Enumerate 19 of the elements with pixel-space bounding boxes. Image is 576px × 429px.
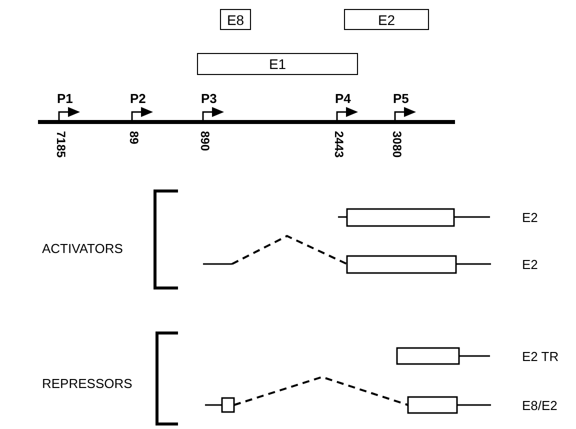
promoter-label: P2 — [130, 92, 146, 105]
transcript-label: E2 TR — [522, 350, 559, 363]
transcript-label: E2 — [522, 258, 538, 271]
promoter-label: P1 — [57, 92, 73, 105]
region-box: E2 — [344, 9, 429, 30]
position-number: 3080 — [391, 131, 403, 158]
region-box: E8 — [220, 9, 251, 30]
promoter-label: P5 — [393, 92, 409, 105]
promoter-label: P4 — [335, 92, 351, 105]
transcript-label: E8/E2 — [522, 399, 558, 412]
position-number: 2443 — [333, 131, 345, 158]
group-label: REPRESSORS — [42, 377, 132, 390]
position-number: 890 — [199, 131, 211, 152]
position-number: 89 — [128, 131, 140, 144]
transcript-label: E2 — [522, 211, 538, 224]
group-label: ACTIVATORS — [42, 242, 123, 255]
region-box: E1 — [197, 53, 358, 75]
promoter-label: P3 — [201, 92, 217, 105]
position-number: 7185 — [55, 131, 67, 158]
